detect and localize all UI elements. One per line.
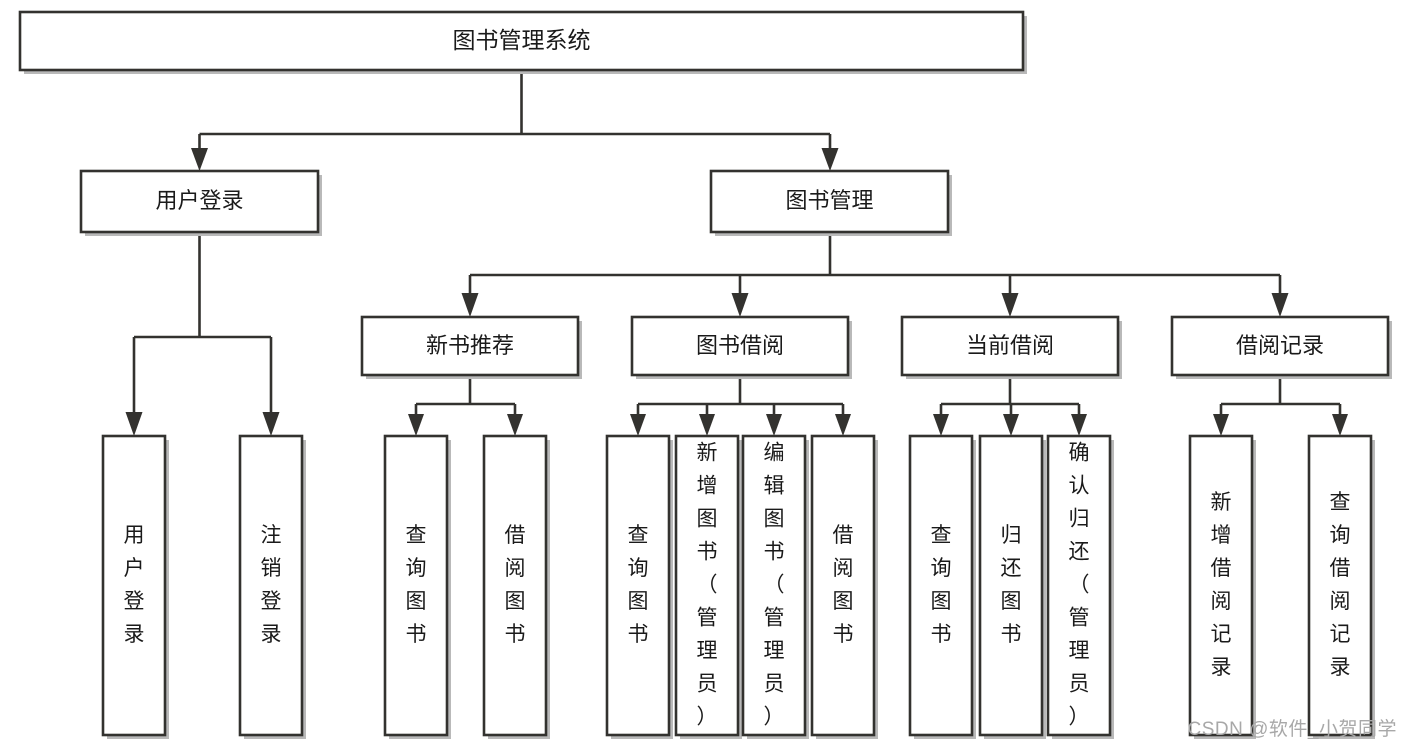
node-leaf-logout[interactable]: 注销登录 xyxy=(238,434,306,739)
connector-layer xyxy=(125,70,1348,436)
node-leaf-return-book[interactable]: 归还图书 xyxy=(978,434,1046,739)
node-title[interactable]: 图书管理系统 xyxy=(18,10,1027,74)
node-leaf-add-book[interactable]: 新增图书（管理员） xyxy=(674,434,742,739)
node-book-borrow[interactable]: 图书借阅 xyxy=(630,315,852,379)
arrow-leaf-user-login-icon xyxy=(125,412,143,436)
node-leaf-add-book-label: 新增图书（管理员） xyxy=(697,441,718,728)
arrow-leaf-query-book-2-icon xyxy=(630,414,646,436)
node-leaf-logout-label: 注销登录 xyxy=(261,524,282,646)
node-user-login-label: 用户登录 xyxy=(155,188,243,213)
arrow-leaf-confirm-return-icon xyxy=(1071,414,1087,436)
node-current-borrow-label: 当前借阅 xyxy=(966,333,1054,358)
leaf-node-layer: 用户登录 注销登录 查询图书 借阅图书 查询图书 新增图书（管理员） 编辑图书（管理员） 借阅… xyxy=(101,434,1375,739)
node-leaf-query-record-label: 查询借阅记录 xyxy=(1330,491,1351,679)
node-leaf-query-book-1[interactable]: 查询图书 xyxy=(383,434,451,739)
node-title-label: 图书管理系统 xyxy=(453,27,591,53)
arrow-leaf-query-book-1-icon xyxy=(408,414,424,436)
node-borrow-record-label: 借阅记录 xyxy=(1236,333,1324,358)
node-leaf-edit-book[interactable]: 编辑图书（管理员） xyxy=(741,434,809,739)
node-book-manage-label: 图书管理 xyxy=(785,188,873,213)
node-leaf-borrow-book-2[interactable]: 借阅图书 xyxy=(810,434,878,739)
node-leaf-query-record[interactable]: 查询借阅记录 xyxy=(1307,434,1375,739)
node-leaf-query-book-2[interactable]: 查询图书 xyxy=(605,434,673,739)
arrow-leaf-query-book-3-icon xyxy=(933,414,949,436)
node-leaf-confirm-return-label: 确认归还（管理员） xyxy=(1069,441,1090,728)
arrow-leaf-borrow-book-1-icon xyxy=(507,414,523,436)
node-book-manage[interactable]: 图书管理 xyxy=(709,169,952,236)
node-leaf-add-record-label: 新增借阅记录 xyxy=(1211,491,1232,679)
node-leaf-confirm-return[interactable]: 确认归还（管理员） xyxy=(1046,434,1114,739)
node-leaf-query-book-2-label: 查询图书 xyxy=(628,524,649,646)
arrow-leaf-return-book-icon xyxy=(1003,414,1019,436)
node-leaf-borrow-book-1-label: 借阅图书 xyxy=(505,524,526,646)
node-leaf-user-login-label: 用户登录 xyxy=(124,524,145,646)
arrow-user-login-icon xyxy=(191,148,208,171)
node-leaf-query-book-3-label: 查询图书 xyxy=(931,524,952,646)
node-current-borrow[interactable]: 当前借阅 xyxy=(900,315,1122,379)
arrow-leaf-query-record-icon xyxy=(1332,414,1348,436)
arrow-leaf-logout-icon xyxy=(262,412,280,436)
arrow-leaf-edit-book-icon xyxy=(766,414,782,436)
arrow-new-book-rec-icon xyxy=(461,293,479,317)
node-user-login[interactable]: 用户登录 xyxy=(79,169,322,236)
arrow-current-borrow-icon xyxy=(1001,293,1019,317)
arrow-book-manage-icon xyxy=(821,148,839,171)
arrow-leaf-add-record-icon xyxy=(1213,414,1229,436)
node-leaf-borrow-book-2-label: 借阅图书 xyxy=(833,524,854,646)
node-book-borrow-label: 图书借阅 xyxy=(696,333,784,358)
node-borrow-record[interactable]: 借阅记录 xyxy=(1170,315,1392,379)
node-new-book-recommend[interactable]: 新书推荐 xyxy=(360,315,582,379)
arrow-borrow-record-icon xyxy=(1271,293,1289,317)
arrow-book-borrow-icon xyxy=(731,293,749,317)
arrow-leaf-borrow-book-2-icon xyxy=(835,414,851,436)
node-leaf-query-book-1-label: 查询图书 xyxy=(406,524,427,646)
node-leaf-borrow-book-1[interactable]: 借阅图书 xyxy=(482,434,550,739)
node-leaf-add-record[interactable]: 新增借阅记录 xyxy=(1188,434,1256,739)
node-new-book-recommend-label: 新书推荐 xyxy=(426,333,514,358)
node-leaf-query-book-3[interactable]: 查询图书 xyxy=(908,434,976,739)
node-leaf-return-book-label: 归还图书 xyxy=(1001,524,1022,646)
arrow-leaf-add-book-icon xyxy=(699,414,715,436)
node-leaf-user-login[interactable]: 用户登录 xyxy=(101,434,169,739)
node-leaf-edit-book-label: 编辑图书（管理员） xyxy=(764,441,785,728)
